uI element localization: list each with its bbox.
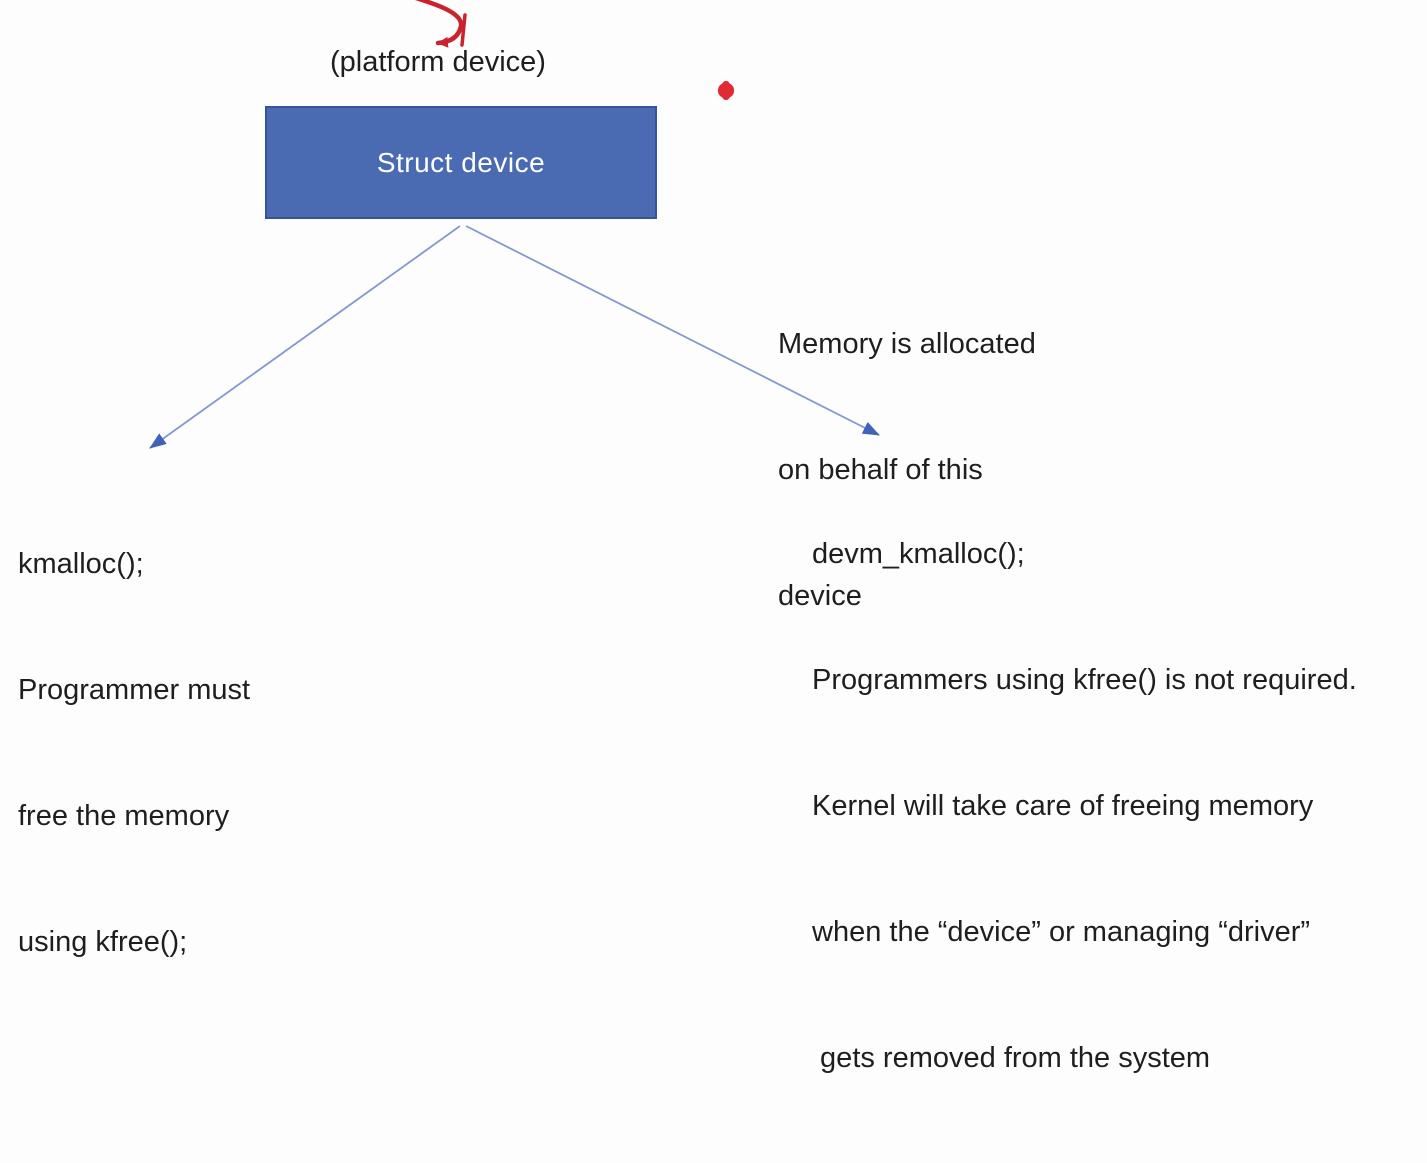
note-line: Programmers using kfree() is not require… [812, 664, 1357, 696]
note-line: gets removed from the system [812, 1042, 1211, 1074]
struct-device-box: Struct device [265, 106, 657, 219]
note-line: device [778, 580, 862, 612]
kmalloc-note: kmalloc(); Programmer must free the memo… [18, 459, 250, 1047]
note-line: Programmer must [18, 674, 251, 706]
note-line: kmalloc(); [18, 548, 144, 580]
devm-kmalloc-note: devm_kmalloc(); Programmers using kfree(… [812, 449, 1357, 1163]
note-line: when the “device” or managing “driver” [812, 916, 1311, 948]
arrow-to-kmalloc [149, 225, 461, 449]
note-line: free the memory [18, 800, 230, 832]
red-annotation-tick [460, 13, 467, 47]
struct-device-box-label: Struct device [376, 146, 546, 178]
note-line: Memory is allocated [778, 328, 1036, 360]
note-line: using kfree(); [18, 926, 188, 958]
red-dot-icon [718, 81, 734, 100]
memory-allocation-note: Memory is allocated on behalf of this de… [778, 239, 1036, 701]
note-line: on behalf of this [778, 454, 983, 486]
note-line: devm_kmalloc(); [812, 538, 1025, 570]
red-annotation-arrow-icon [415, 0, 464, 48]
platform-device-label: (platform device) [330, 46, 546, 78]
diagram-canvas: (platform device) Struct device Memory i… [18, 0, 1357, 1074]
note-line: Kernel will take care of freeing memory [812, 790, 1314, 822]
